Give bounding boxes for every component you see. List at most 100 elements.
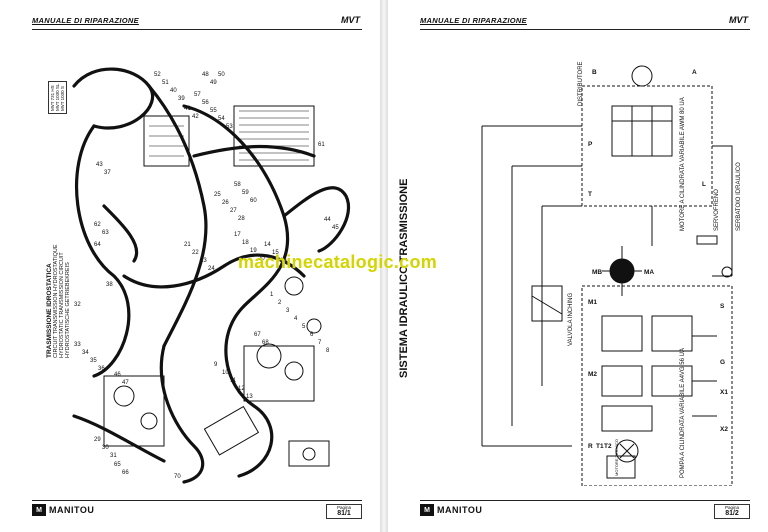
part-label: 54 xyxy=(218,116,225,122)
label-pompa: POMPA A CILINDRATA VARIABILE A4VG 56 UA xyxy=(680,348,686,478)
manitou-logo: M MANITOU xyxy=(420,504,482,516)
part-label: 45 xyxy=(332,225,339,231)
part-label: 55 xyxy=(210,108,217,114)
part-label: 16 xyxy=(280,258,287,264)
part-label: 53 xyxy=(226,124,233,130)
part-label: 68 xyxy=(262,340,269,346)
hydraulic-schematic: DISTRIBUTORE MOTORE A CILINDRATA VARIABI… xyxy=(481,61,742,486)
part-label: 63 xyxy=(102,230,109,236)
label-servofreno: SERVOFRENO xyxy=(714,189,720,231)
part-label: 27 xyxy=(230,208,237,214)
port-label: B xyxy=(592,69,597,76)
part-label: 18 xyxy=(242,240,249,246)
part-label: 41 xyxy=(184,106,191,112)
part-label: 60 xyxy=(250,198,257,204)
part-label: 19 xyxy=(250,248,257,254)
part-label: 12 xyxy=(238,386,245,392)
right-page: MANUALE DI RIPARAZIONE MVT SISTEMA IDRAU… xyxy=(392,6,764,526)
port-label: P xyxy=(588,141,593,148)
manitou-logo-icon: M xyxy=(32,504,46,516)
part-label: 20 xyxy=(258,256,265,262)
part-label: 50 xyxy=(218,72,225,78)
page-number: 81/2 xyxy=(725,510,739,517)
part-label: 37 xyxy=(104,170,111,176)
part-label: 42 xyxy=(192,114,199,120)
watermark-text: machinecatalogic.com xyxy=(238,252,438,272)
part-label: 15 xyxy=(272,250,279,256)
part-label: 13 xyxy=(246,394,253,400)
part-label: 38 xyxy=(106,282,113,288)
label-motore: MOTORE A CILINDRATA VARIABILE AWM 80 UA xyxy=(680,97,686,231)
left-footer: M MANITOU Pagina 81/1 xyxy=(32,500,362,519)
part-label: 14 xyxy=(264,242,271,248)
part-label: 43 xyxy=(96,162,103,168)
manitou-logo: M MANITOU xyxy=(32,504,94,516)
port-label: MB xyxy=(592,269,602,276)
part-label: 61 xyxy=(318,142,325,148)
part-label: 5 xyxy=(302,324,306,330)
header-brand: MVT xyxy=(729,15,748,25)
part-label: 11 xyxy=(230,378,237,384)
part-label: 59 xyxy=(242,190,249,196)
part-label: 65 xyxy=(114,462,121,468)
part-label: 28 xyxy=(238,216,245,222)
book-gutter xyxy=(380,0,388,532)
header-brand: MVT xyxy=(341,15,360,25)
part-label: 66 xyxy=(122,470,129,476)
part-label: 6 xyxy=(310,332,314,338)
part-label: 70 xyxy=(174,474,181,480)
right-header: MANUALE DI RIPARAZIONE MVT xyxy=(420,15,750,30)
label-serbatoio: SERBATOIO IDRAULICO xyxy=(736,162,742,231)
page-number-box: Pagina 81/2 xyxy=(714,504,750,519)
part-label: 49 xyxy=(210,80,217,86)
left-header: MANUALE DI RIPARAZIONE MVT xyxy=(32,15,362,30)
label-distributore: DISTRIBUTORE xyxy=(578,61,584,106)
part-label: 26 xyxy=(222,200,229,206)
part-label: 10 xyxy=(222,370,229,376)
part-label: 24 xyxy=(208,266,215,272)
port-label: G xyxy=(720,359,725,366)
part-label: 35 xyxy=(90,358,97,364)
schematic-labels: DISTRIBUTORE MOTORE A CILINDRATA VARIABI… xyxy=(568,61,742,478)
page-label: Pagina xyxy=(336,505,351,510)
manitou-logo-icon: M xyxy=(420,504,434,516)
port-label: R xyxy=(588,443,593,450)
part-label: 67 xyxy=(254,332,261,338)
port-label: MA xyxy=(644,269,654,276)
part-label: 44 xyxy=(324,217,331,223)
part-label: 57 xyxy=(194,92,201,98)
part-label: 9 xyxy=(214,362,218,368)
part-label: 30 xyxy=(102,445,109,451)
port-label: T2 xyxy=(604,443,612,450)
part-label: 4 xyxy=(294,316,298,322)
port-label: X1 xyxy=(720,389,728,396)
port-label: X2 xyxy=(720,426,728,433)
part-label: 23 xyxy=(200,258,207,264)
part-label: 32 xyxy=(74,302,81,308)
left-page: MANUALE DI RIPARAZIONE MVT TRASMISSIONE … xyxy=(4,6,376,526)
part-label: 36 xyxy=(98,366,105,372)
part-label: 46 xyxy=(114,372,121,378)
port-label: S xyxy=(720,303,725,310)
label-motore-termico: MOTORE TERMICO xyxy=(614,439,619,476)
part-label: 7 xyxy=(318,340,322,346)
part-label: 17 xyxy=(234,232,241,238)
page-label: Pagina xyxy=(724,505,739,510)
logo-text: MANITOU xyxy=(437,505,483,515)
part-label: 39 xyxy=(178,96,185,102)
part-label: 1 xyxy=(270,292,274,298)
part-label: 48 xyxy=(202,72,209,78)
part-label: 22 xyxy=(192,250,199,256)
part-label: 34 xyxy=(82,350,89,356)
part-label: 2 xyxy=(278,300,282,306)
part-label: 25 xyxy=(214,192,221,198)
label-valvola: VALVOLA INCHING xyxy=(568,293,574,346)
part-label: 8 xyxy=(326,348,330,354)
header-title: MANUALE DI RIPARAZIONE xyxy=(420,16,527,25)
part-label: 33 xyxy=(74,342,81,348)
part-label: 64 xyxy=(94,242,101,248)
port-label: M2 xyxy=(588,371,597,378)
logo-text: MANITOU xyxy=(49,505,95,515)
page-number-box: Pagina 81/1 xyxy=(326,504,362,519)
right-footer: M MANITOU Pagina 81/2 xyxy=(420,500,750,519)
